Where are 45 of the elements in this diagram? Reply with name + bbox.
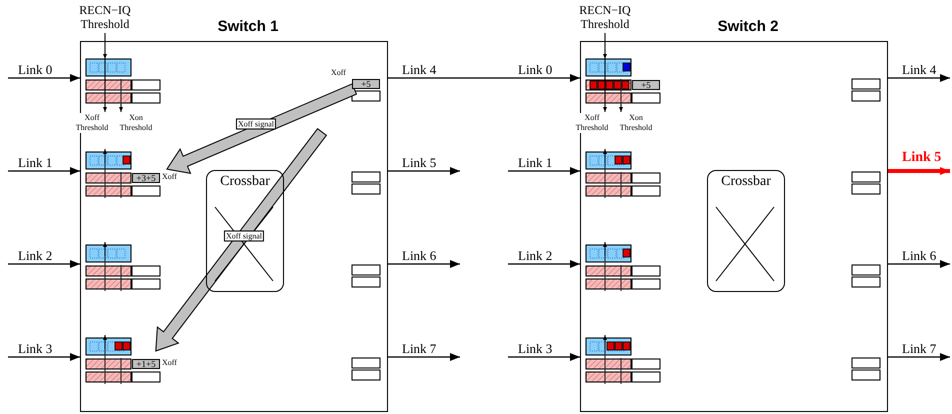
edge-label: Xoff signal — [236, 118, 276, 130]
link-arrow — [508, 167, 580, 175]
link-label: Link 1 — [18, 155, 52, 170]
link-label: Link 1 — [518, 155, 552, 170]
beside-label: Xoff — [331, 68, 346, 78]
link-arrow — [388, 74, 580, 82]
link-label: Link 0 — [18, 62, 52, 77]
link-arrow — [508, 260, 580, 268]
congestion-counter: +3+5 — [132, 173, 160, 183]
link-arrow — [888, 260, 950, 268]
beside-label: Xoff — [162, 358, 177, 368]
link-arrow — [508, 353, 580, 361]
link-arrow — [8, 167, 80, 175]
link-label: Link 7 — [902, 341, 936, 356]
link-label: Link 3 — [18, 341, 52, 356]
crossbar-label: Crossbar — [220, 174, 270, 190]
beside-label: Xoff — [162, 172, 177, 182]
congestion-counter: +1+5 — [132, 359, 160, 369]
link-label: Link 2 — [518, 248, 552, 263]
signal-arrow — [155, 128, 328, 352]
switch-title: Switch 1 — [218, 18, 278, 35]
congestion-counter: +5 — [352, 79, 380, 89]
link-label: Link 4 — [902, 62, 936, 77]
link-arrow — [8, 260, 80, 268]
link-arrow — [8, 353, 80, 361]
signal-arrow — [166, 83, 358, 174]
switch-title: Switch 2 — [718, 18, 778, 35]
link-label: Link 2 — [18, 248, 52, 263]
link-label: Link 6 — [402, 248, 436, 263]
link-label: Link 5 — [402, 155, 436, 170]
link-arrow — [888, 353, 950, 361]
link-arrow — [388, 260, 460, 268]
link-label: Link 7 — [402, 341, 436, 356]
link-label: Link 0 — [518, 62, 552, 77]
crossbar-label: Crossbar — [721, 174, 771, 190]
edge-label: Xoff signal — [224, 230, 264, 242]
link-label: Link 3 — [518, 341, 552, 356]
link-arrow — [888, 167, 950, 175]
link-arrow — [388, 353, 460, 361]
link-label: Link 6 — [902, 248, 936, 263]
congestion-counter: +5 — [632, 80, 660, 90]
link-arrow — [388, 167, 460, 175]
link-arrow — [888, 74, 950, 82]
link-arrow — [8, 74, 80, 82]
link-label: Link 4 — [402, 62, 436, 77]
